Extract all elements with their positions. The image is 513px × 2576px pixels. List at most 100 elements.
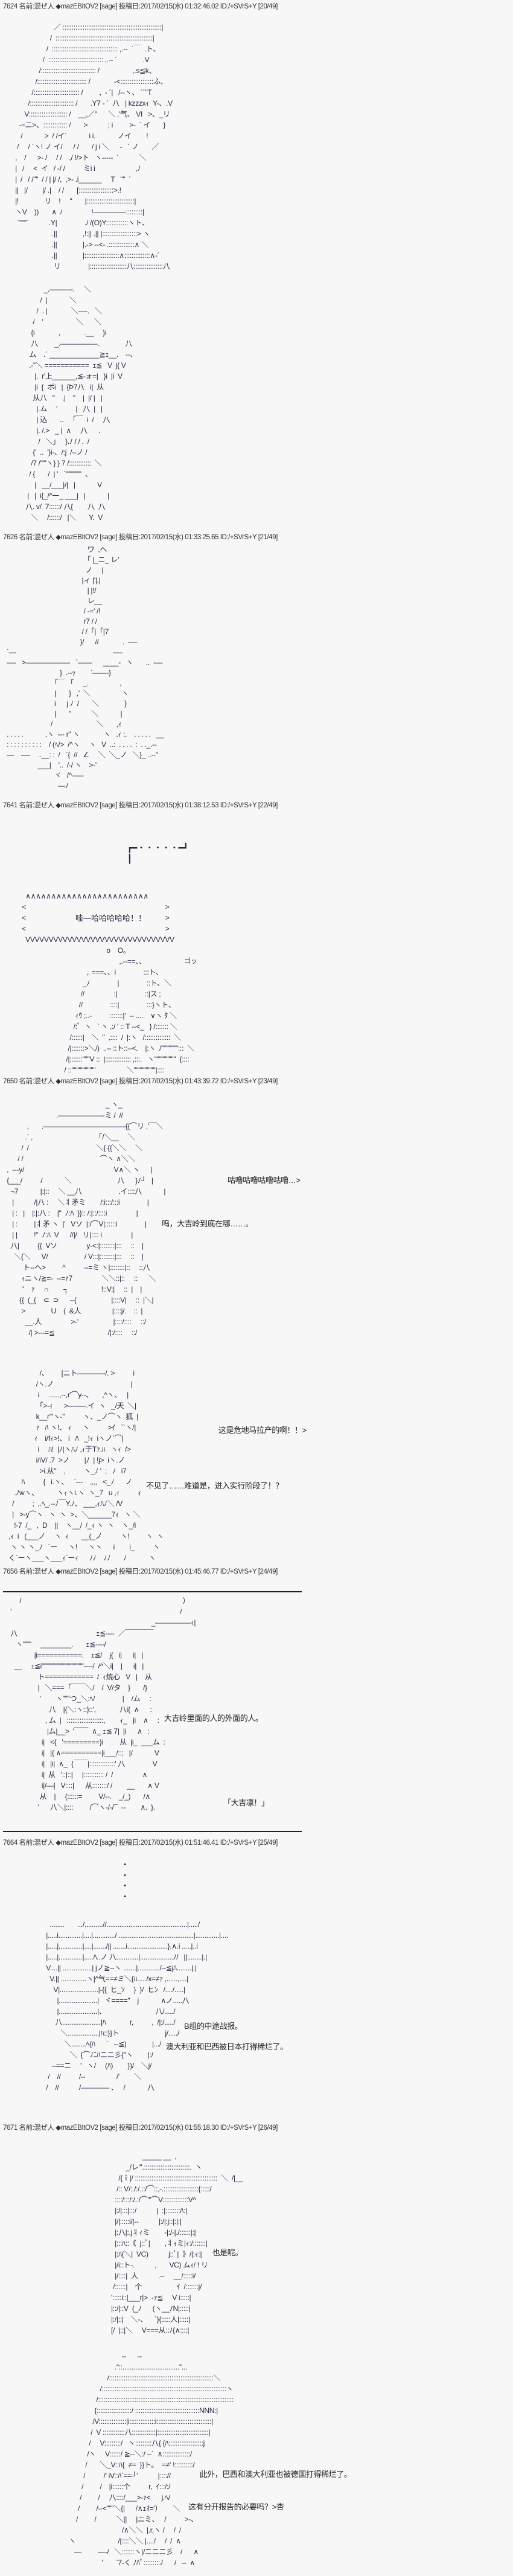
- art-line: .-"＼ =========== ｪ≦ V j{ V: [18, 361, 126, 370]
- art-line: |/::::| 人 .-- __/:::::i/: [54, 2272, 196, 2280]
- art-line: V|.....................|-{{ ヒ_ｿ } }/ ヒﾝ …: [33, 1985, 185, 1994]
- art-line: ........ .../..........//...............…: [33, 1920, 200, 1929]
- ascii-art-handshake: ワ ,へ 「 |_ニ_ レ' ノ | |ィ |'|.|: [3, 545, 164, 791]
- art-line: |:ﾊ{＼| VC) j::ﾟ| 》/|:ｨ:|: [54, 2250, 202, 2258]
- art-line: o O。: [42, 946, 130, 955]
- art-line: / ::::::::::::::::::::::::::::::::::::::…: [10, 34, 155, 42]
- dialogue-line: 不见了……难道是，进入实行阶段了！？: [146, 1481, 283, 1490]
- art-line: /∧＼＼ |.r,ヽ / / /: [21, 2526, 181, 2534]
- art-line: } .--ｯ `――-}: [3, 668, 111, 677]
- art-line: 「>-ｨ >---―--.イ ヽ _/天 ＼|: [3, 1402, 137, 1410]
- art-line: i ﾊ! |ﾉ|ヽﾊﾉ ,ｨ于Tｧ.ﾊ ヽｨ />: [3, 1445, 131, 1453]
- art-line: ｨニヽ/≧=- --=ｧ7 ＼＼::|:: :: ＼: [3, 1274, 156, 1283]
- art-line: / / 八::::/___>-ｧ< j.ﾍ/: [21, 2493, 170, 2502]
- art-line: ヽ''''''' ________. ｪ≦----/: [3, 1640, 106, 1648]
- art-line: // :| ::|ス ;: [42, 990, 161, 998]
- art-line: , / >- / / / ,/ !/>ト ヽ----- ´ ＼: [10, 153, 147, 162]
- art-line: i j ﾉ / ＼ }: [3, 699, 127, 708]
- ellipsis-dots: ・ ・ ・ ・: [121, 1860, 129, 1902]
- art-line: ― ―- ..__: : / `{ // ∠ ＼ ＼_ノ ＼}_ ..--": [3, 751, 158, 759]
- art-line: {i , .__ }i: [18, 328, 107, 337]
- art-line: -=ニ>、::::::::::::: / > ; i >- ` イ }: [10, 121, 166, 129]
- ascii-art-figure: ........ .../..........//...............…: [33, 1919, 228, 2093]
- art-line: ':::::i::|___r|> -ｧ≦ V i:::::|: [54, 2293, 191, 2302]
- art-line: {' .. '}i-、/:j /--ノ /: [18, 448, 88, 457]
- art-line: ヽV )) ∧ / !-――――-:::::::::|: [10, 208, 144, 216]
- art-line: ' `7-く ﾉﾊﾟ:::::::::ﾉ / -- ∧: [21, 2558, 195, 2567]
- art-line: |:::ﾊ::《 j::ﾟ| ,丬ｨミ|ｨ:/:::::::|: [54, 2239, 208, 2248]
- separator-line: [3, 1831, 302, 1832]
- art-line: / { / | ' `''''''''''''' 、: [18, 470, 92, 478]
- art-line: 八 ｪ≦---- ／￣￣￣￣: [3, 1629, 154, 1638]
- art-line: ' ヽ''''''つ_＼:ﾍ/ | /ム :: [3, 1694, 151, 1703]
- art-line: <>: [18, 902, 170, 912]
- art-line: く`ーヽ___ヽ___ｨ`ーｨ ﾉﾉ ﾉﾉ ﾉ ヽ: [3, 1554, 156, 1562]
- art-line: /:::::::::::::::::::::::::::::: / ,.s≦k、: [10, 66, 156, 75]
- post-header: 7624 名前:混ぜ人 ◆mazEBItOV2 [sage] 投稿日:2017/…: [3, 3, 278, 10]
- art-line: ﾊ { i.ヽ、 `--- ,,,, <_ﾉ ノ: [3, 1478, 132, 1486]
- art-line: /:: V/:./:/.::/⌒::,-.:::::::::::::::::::…: [54, 2185, 212, 2193]
- art-line: / ; ,.ﾍ_.--ﾉ￣Y.ﾉ、 ___,ｨﾊﾉ＼ /V: [3, 1499, 123, 1508]
- art-line: | : | |:|:八 : |'' ﾉ:ﾊ }}:: /:|::/::::i |: [3, 1209, 138, 1217]
- art-line: |.ム ' | 八 | |: [18, 405, 103, 413]
- art-line-right: /: [180, 1607, 182, 1616]
- art-line: .-――――――-ミ / //: [3, 1111, 123, 1120]
- art-line: <>: [18, 923, 170, 934]
- art-line-right: >: [165, 914, 170, 922]
- art-line: ┃: [121, 854, 132, 863]
- art-line: ｨ i/fｨ>!、 i ﾊ _!ｨ iヽノ`⌒|: [3, 1434, 124, 1443]
- art-line: ト--へ> ^ --=ミ ヽ|::::::::|:: ::八: [3, 1263, 150, 1272]
- art-line-right: ）: [182, 1597, 190, 1605]
- art-line: _.―――-. ＼: [18, 285, 91, 293]
- art-line: i| |{ ∧==========|i___/::; |/ V: [3, 1749, 159, 1757]
- art-line: ┏━・・・・・━┛: [121, 843, 188, 853]
- art-line: `''''''´ .Y| ./ /(O)Y::::::::::::ヽト、: [10, 219, 149, 227]
- art-line: | | !'' ﾉ:ﾊ V //|/ リ|:::: i |: [3, 1231, 133, 1239]
- art-line: ト============ / ｨ焼心 V | 从: [3, 1673, 152, 1681]
- post-header: 7650 名前:混ぜ人 ◆mazEBItOV2 [sage] 投稿日:2017/…: [3, 1078, 278, 1085]
- ascii-art-frame-corner: ┏━・・・・・━┛ ┃: [121, 842, 188, 864]
- art-line: ヽ ヽ ヽ_ﾉ `ー ヽ! ヽヽ i i_ ヽ: [3, 1543, 161, 1551]
- art-line: / // /―――― 、 / 八: [33, 2083, 155, 2092]
- art-line: -- --: [21, 2352, 142, 2360]
- dialogue-line: 咕噜咕噜咕噜咕噜…>: [228, 1176, 301, 1185]
- art-line: ノ |: [3, 566, 104, 574]
- art-line: ｢￣ ｢ _. ,: [3, 679, 122, 687]
- art-line: /ヽ.ノ |: [3, 1380, 133, 1388]
- art-line: ― ―-/ ＼:::::::ヽ|/ニニニ彡 / ∧: [21, 2548, 199, 2556]
- post-header: 7656 名前:混ぜ人 ◆mazEBItOV2 [sage] 投稿日:2017/…: [3, 1568, 278, 1575]
- art-line: --==ニ ' ヽ/ (ﾊ) })/ ＼j/: [33, 2062, 152, 2070]
- art-line: {{ (_{ ⊂ ⊃ --{ |::::V| :: |＼|: [3, 1296, 154, 1304]
- art-line: ｧ ﾊ ヽ!、 ｨ ヽ >ｲ ``ヽ/|: [3, 1423, 136, 1432]
- art-line: /::::::::::::::::::::::::: / , - ´| /‐-ヽ…: [10, 88, 152, 97]
- art-line: ヽ /|::::＼＼ |..../ / / ∧: [21, 2537, 181, 2545]
- art-line: <>: [18, 912, 170, 923]
- art-line: ＼{＼ V/ / V:::|::::::::|::: :: |: [3, 1252, 144, 1261]
- art-line: /:ﾟ ヽ ` ヽ ,:/ ' :: T --<_ } /::::::: ＼: [42, 1022, 177, 1031]
- art-line: / V ::::::::::::八:::::::::::::|:::::::::…: [21, 2428, 211, 2437]
- art-line: /）: [3, 1595, 190, 1606]
- art-line: | ＼===「￣￣＼/ / V/タ } /}: [3, 1684, 147, 1692]
- art-line: , .-―――――――――――-{{⌒リ ,'￣＼: [3, 1122, 164, 1130]
- dialogue-line: 此外，巴西和澳大利亚也被德国打得稀烂了。: [199, 2470, 352, 2479]
- art-line: ::::/:::/:/.:/⌒'''⌒V::::::::::::::V^: [54, 2196, 196, 2204]
- art-line: ／ ::::::::::::::::::::::::::::::::::::::…: [10, 23, 164, 31]
- art-line: .|| |:::::::::::::::::::∧::::::::::::::∧…: [10, 251, 160, 260]
- art-line: | / < イ / -/ / ミi i ,ﾉ: [10, 164, 141, 173]
- art-line: /、 [ニト―――---/. > i: [3, 1369, 135, 1377]
- art-line: {:::::::::::::::::::/ ::::::::::::::::::…: [21, 2406, 218, 2415]
- art-line: >i.从'' , ヽ_ﾉ ' ; ﾉ i7: [3, 1467, 127, 1475]
- art-line: /V:::::::::::::::|i::::::::::::::i::::::…: [21, 2417, 213, 2426]
- art-line: / / ⌒ヽ ∧＼＼: [3, 1155, 136, 1163]
- dialogue-line: 呜，大吉岭到底在哪……。: [162, 1219, 253, 1228]
- art-line: i|/―| V::::| 从::::::::/ / __ ∧ V: [3, 1781, 159, 1790]
- art-line: | '' ＼ |: [3, 710, 123, 718]
- art-line: | |!/: [3, 586, 97, 595]
- art-line: |:/|::| ＼-、 `}{:::::人|:::::|: [54, 2315, 190, 2324]
- art-line: V::::::::::::::::::::: / __,／" ＼ ,'气、 VI…: [10, 110, 170, 118]
- art-line: ¬7 |:|:: ＼ __八 .イ::::八 |: [3, 1187, 166, 1196]
- art-line-left: /: [3, 1597, 22, 1605]
- dialogue-line: 大吉岭里面的人的外面的人。: [164, 1714, 263, 1723]
- art-line: ___| '.. /-/ ヽ >-': [3, 761, 97, 769]
- art-line: | } ,' ＼ ヽ: [3, 689, 129, 697]
